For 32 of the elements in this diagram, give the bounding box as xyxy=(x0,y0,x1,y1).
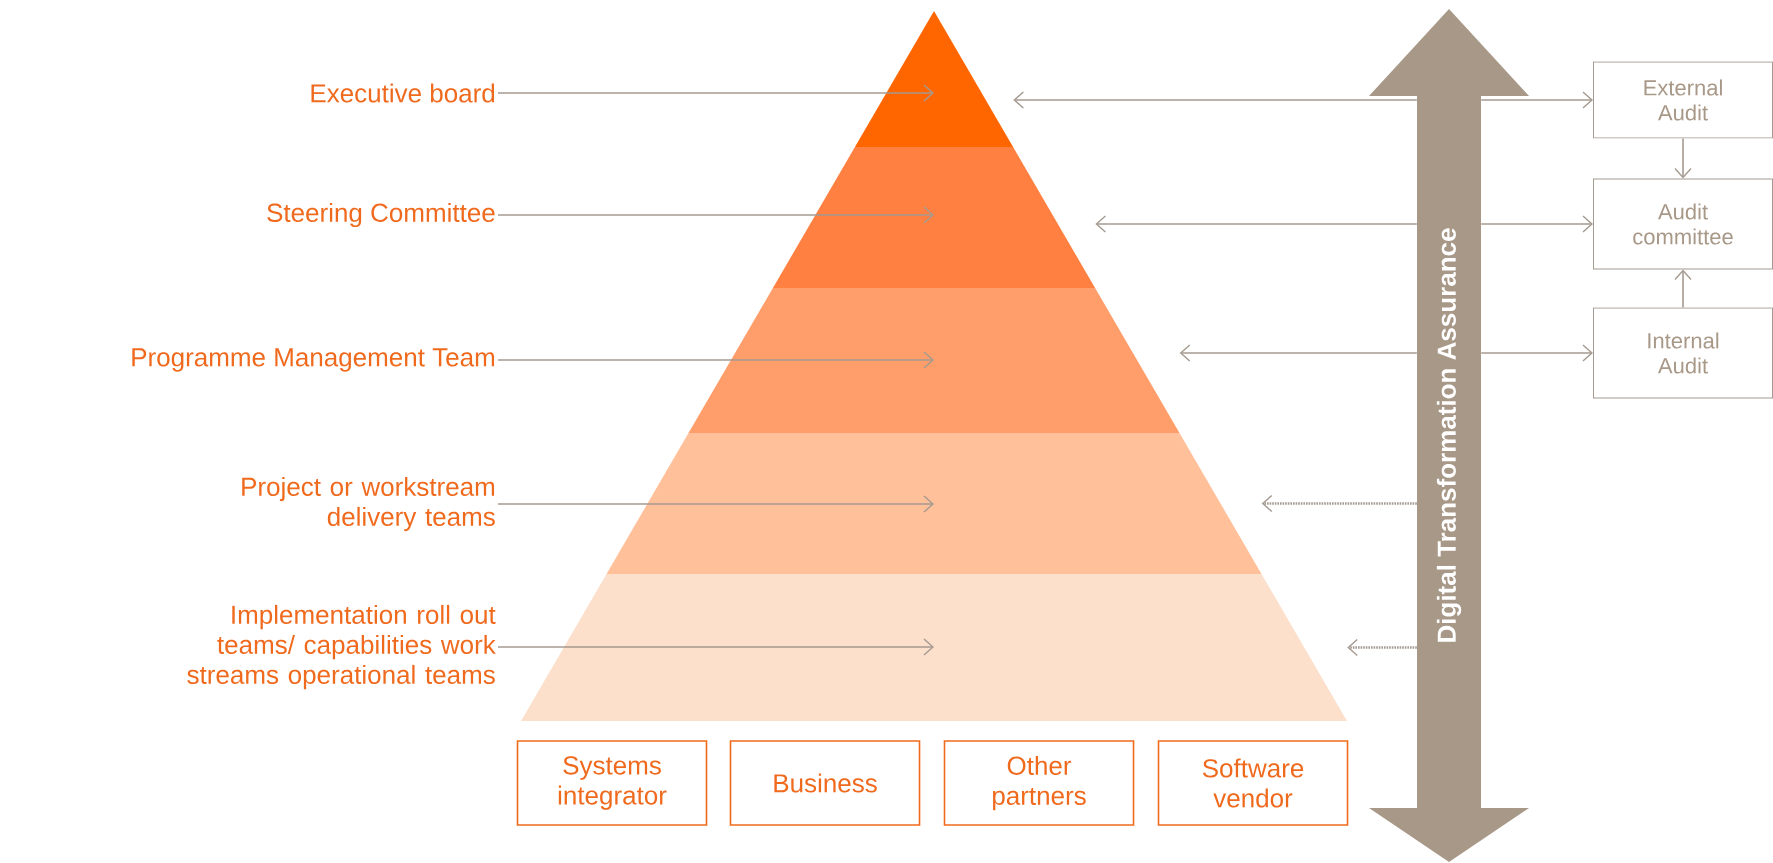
pyramid-layer xyxy=(854,11,1014,147)
level-label: Steering Committee xyxy=(267,202,495,228)
audit-box: Internal Audit xyxy=(1593,307,1773,399)
arrow xyxy=(1013,91,1418,109)
party-box: Systems integrator xyxy=(516,740,708,826)
pyramid-layer xyxy=(521,574,1347,721)
pyramid-layer xyxy=(772,147,1096,288)
arrow xyxy=(497,84,934,102)
level-label: Programme Management Team xyxy=(132,348,495,372)
party-box: Other partners xyxy=(943,740,1135,826)
arrow xyxy=(1095,215,1418,233)
pyramid-layer xyxy=(688,288,1180,433)
party-box: Business xyxy=(729,740,921,826)
arrow xyxy=(497,351,934,369)
dotted-arrow xyxy=(1347,638,1417,657)
arrow xyxy=(497,638,934,656)
audit-box: External Audit xyxy=(1593,61,1773,139)
level-label: Project or workstream delivery teams xyxy=(242,476,495,532)
audit-box: Audit committee xyxy=(1593,178,1773,270)
arrow xyxy=(1480,344,1593,362)
arrow xyxy=(1480,215,1593,233)
party-box: Software vendor xyxy=(1157,740,1349,826)
level-label: Implementation roll out teams/ capabilities work streams operational teams xyxy=(187,604,496,690)
arrow xyxy=(1674,269,1692,309)
arrow xyxy=(497,495,934,513)
dotted-arrow xyxy=(1261,494,1417,513)
arrow xyxy=(1480,91,1593,109)
pyramid-layer xyxy=(606,433,1262,574)
arrow xyxy=(497,206,934,224)
arrow xyxy=(1674,137,1692,179)
arrow xyxy=(1179,344,1418,362)
level-label: Executive board xyxy=(311,83,495,103)
